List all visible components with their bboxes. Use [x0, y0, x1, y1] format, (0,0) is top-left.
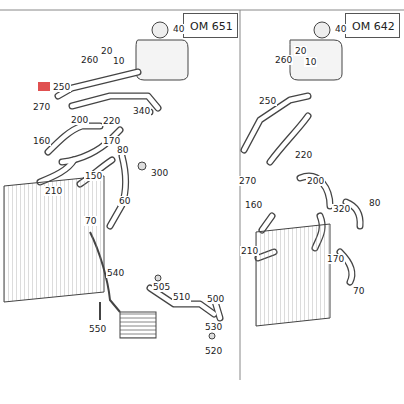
callout-number: 210	[240, 246, 259, 256]
callout-number: 40	[172, 24, 185, 34]
callout-number: 320	[332, 204, 351, 214]
callout-number: 40	[334, 24, 347, 34]
callout-number: 20	[294, 46, 307, 56]
engine-code: OM 651	[190, 20, 231, 33]
callout-number: 170	[326, 254, 345, 264]
callout-number: 150	[84, 171, 103, 181]
callout-number: 260	[80, 55, 99, 65]
callout-number: 160	[244, 200, 263, 210]
callout-number: 160	[32, 136, 51, 146]
callout-number: 10	[112, 56, 125, 66]
callout-number: 270	[238, 176, 257, 186]
callout-number: 340	[132, 106, 151, 116]
callout-number: 220	[102, 116, 121, 126]
engine-code-box: OM 642	[345, 13, 400, 38]
callout-number: 250	[52, 82, 71, 92]
callout-number: 70	[84, 216, 97, 226]
callout-number: 80	[116, 145, 129, 155]
callout-number: 250	[258, 96, 277, 106]
callout-number: 20	[100, 46, 113, 56]
callout-number: 530	[204, 322, 223, 332]
callout-number: 10	[304, 57, 317, 67]
callout-number: 540	[106, 268, 125, 278]
callout-number: 260	[274, 55, 293, 65]
callout-number: 510	[172, 292, 191, 302]
callout-number: 60	[118, 196, 131, 206]
callout-number: 550	[88, 324, 107, 334]
callout-number: 210	[44, 186, 63, 196]
callout-number: 520	[204, 346, 223, 356]
engine-code-box: OM 651	[183, 13, 238, 38]
callout-number: 200	[70, 115, 89, 125]
callout-number: 300	[150, 168, 169, 178]
callout-number: 70	[352, 286, 365, 296]
callout-number: 220	[294, 150, 313, 160]
engine-code: OM 642	[352, 20, 393, 33]
callout-number: 500	[206, 294, 225, 304]
callout-number: 170	[102, 136, 121, 146]
callout-number: 200	[306, 176, 325, 186]
callout-number: 80	[368, 198, 381, 208]
callout-number: 505	[152, 282, 171, 292]
callout-number: 270	[32, 102, 51, 112]
